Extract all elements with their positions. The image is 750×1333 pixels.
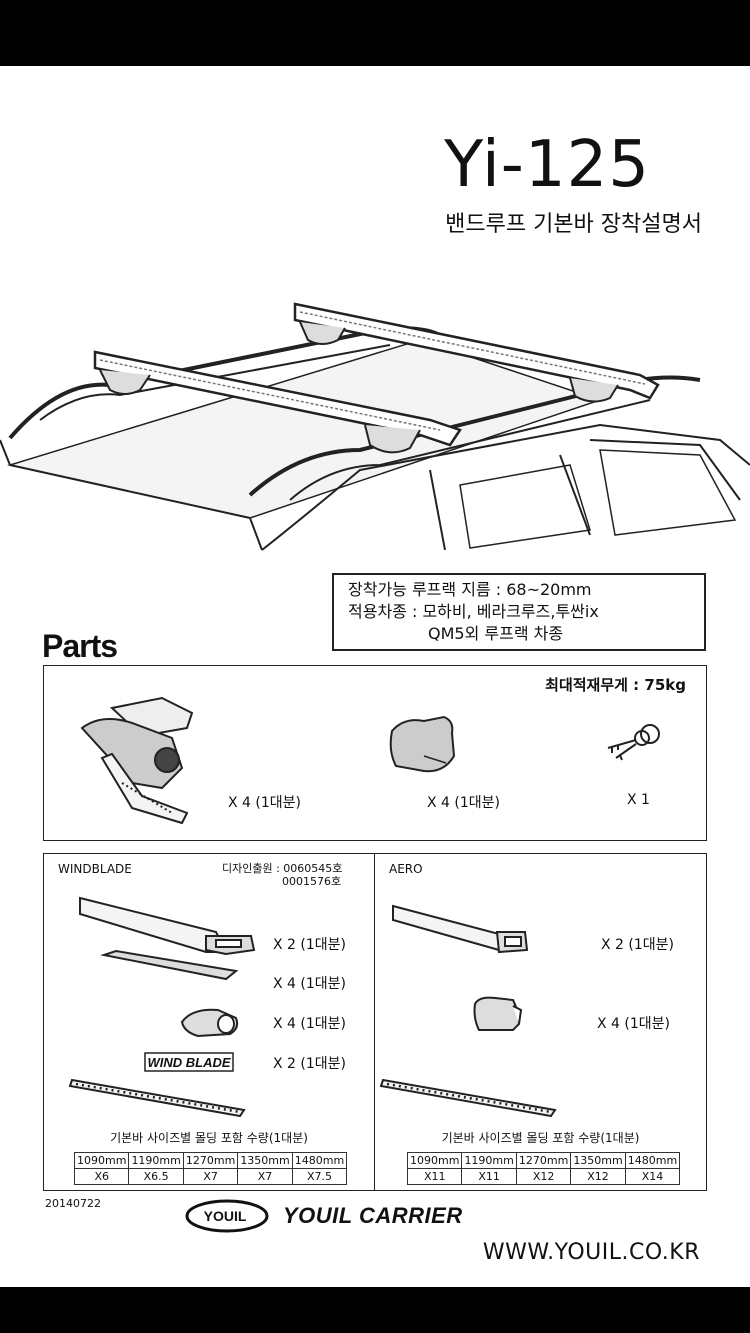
date-code: 20140722 <box>45 1197 101 1210</box>
spec-rail-diameter: 장착가능 루프랙 지름 : 68~20mm <box>348 580 592 599</box>
count-cell: X7 <box>237 1168 293 1185</box>
parts-box: 최대적재무게 : 75kg X 4 (1대분) X 4 (1대분) X 1 <box>43 665 707 841</box>
rubber-strip-icon <box>100 949 239 981</box>
aero-size-table: 1090mm 1190mm 1270mm 1350mm 1480mm X11 X… <box>406 1152 681 1185</box>
aero-end-cap-qty: X 4 (1대분) <box>597 1016 670 1032</box>
size-cell: 1190mm <box>461 1152 517 1169</box>
design-registration: 디자인출원 : 0060545호 0001576호 <box>222 862 342 888</box>
windblade-size-table: 1090mm 1190mm 1270mm 1350mm 1480mm X6 X6… <box>73 1152 348 1185</box>
windblade-box: WINDBLADE 디자인출원 : 0060545호 0001576호 X 2 … <box>43 853 375 1191</box>
bottom-black-bar <box>0 1287 750 1333</box>
rubber-strip-qty: X 4 (1대분) <box>273 976 346 992</box>
aero-end-cap-icon <box>473 996 523 1031</box>
aero-bar-icon <box>392 904 529 954</box>
logo-text: YOUIL <box>204 1208 247 1224</box>
molding-strip-icon <box>68 1078 246 1118</box>
design-line-1: 디자인출원 : 0060545호 <box>222 862 343 875</box>
parts-heading: Parts <box>42 628 118 664</box>
size-cell: 1270mm <box>515 1152 572 1169</box>
bar-end-cap-qty: X 4 (1대분) <box>273 1016 346 1032</box>
count-cell: X11 <box>406 1168 463 1185</box>
size-cell: 1270mm <box>182 1152 239 1169</box>
windblade-bar-icon <box>79 896 256 956</box>
size-cell: 1350mm <box>570 1152 626 1169</box>
count-row: X11 X11 X12 X12 X14 <box>406 1168 681 1185</box>
size-row: 1090mm 1190mm 1270mm 1350mm 1480mm <box>406 1152 681 1169</box>
aero-bar-qty: X 2 (1대분) <box>601 937 674 953</box>
windblade-label: WINDBLADE <box>58 862 132 876</box>
car-roof-illustration <box>0 302 750 551</box>
size-row: 1090mm 1190mm 1270mm 1350mm 1480mm <box>73 1152 348 1169</box>
size-cell: 1090mm <box>406 1152 463 1169</box>
design-line-2: 0001576호 <box>282 875 342 888</box>
keys-qty: X 1 <box>627 792 650 808</box>
windblade-decal-text: WIND BLADE <box>147 1055 230 1070</box>
size-cell: 1090mm <box>73 1152 130 1169</box>
keys-icon <box>607 724 660 761</box>
count-cell: X7.5 <box>291 1168 348 1185</box>
model-title: Yi-125 <box>444 128 650 202</box>
spec-vehicles: 적용차종 : 모하비, 베라크루즈,투싼ix <box>348 602 599 621</box>
aero-molding-strip-icon <box>379 1078 557 1118</box>
manual-subtitle: 밴드루프 기본바 장착설명서 <box>445 212 702 237</box>
youil-logo: YOUIL <box>185 1199 269 1233</box>
windblade-bar-qty: X 2 (1대분) <box>273 937 346 953</box>
count-cell: X14 <box>624 1168 681 1185</box>
size-cell: 1190mm <box>128 1152 184 1169</box>
website-url[interactable]: WWW.YOUIL.CO.KR <box>482 1240 700 1265</box>
count-cell: X6 <box>73 1168 130 1185</box>
end-cap-qty: X 4 (1대분) <box>427 795 500 811</box>
foot-qty: X 4 (1대분) <box>228 795 301 811</box>
aero-box: AERO X 2 (1대분) X 4 (1대분) 기본바 사이즈별 몰딩 포함 … <box>374 853 707 1191</box>
count-row: X6 X6.5 X7 X7 X7.5 <box>73 1168 348 1185</box>
aero-size-caption: 기본바 사이즈별 몰딩 포함 수량(1대분) <box>441 1131 640 1145</box>
count-cell: X7 <box>182 1168 239 1185</box>
end-cap-icon <box>389 715 456 773</box>
max-load-label: 최대적재무게 : 75kg <box>545 676 686 694</box>
windblade-decal-qty: X 2 (1대분) <box>273 1056 346 1072</box>
windblade-decal-icon: WIND BLADE <box>144 1052 234 1072</box>
spec-box: 장착가능 루프랙 지름 : 68~20mm 적용차종 : 모하비, 베라크루즈,… <box>332 573 706 651</box>
spec-vehicles-cont: QM5외 루프랙 차종 <box>428 624 564 643</box>
aero-label: AERO <box>389 862 423 876</box>
bar-end-cap-icon <box>180 1008 239 1038</box>
count-cell: X11 <box>461 1168 517 1185</box>
windblade-size-caption: 기본바 사이즈별 몰딩 포함 수량(1대분) <box>110 1131 308 1145</box>
count-cell: X12 <box>515 1168 572 1185</box>
size-cell: 1480mm <box>624 1152 681 1169</box>
top-black-bar <box>0 0 750 66</box>
size-cell: 1480mm <box>291 1152 348 1169</box>
foot-bracket-icon <box>80 696 194 825</box>
count-cell: X6.5 <box>128 1168 184 1185</box>
brand-name: YOUIL CARRIER <box>283 1203 463 1228</box>
count-cell: X12 <box>570 1168 626 1185</box>
size-cell: 1350mm <box>237 1152 293 1169</box>
